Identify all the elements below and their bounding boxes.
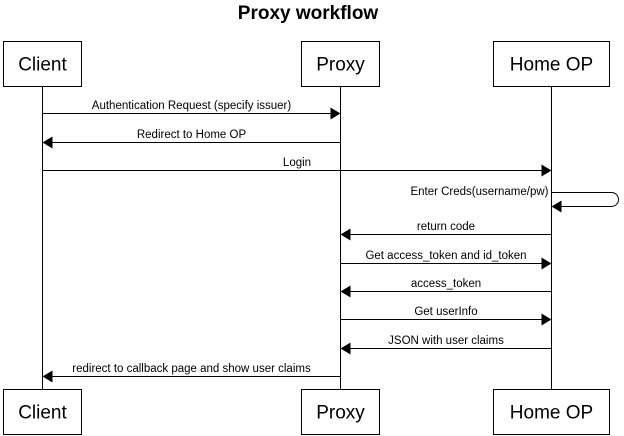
message-3: Login bbox=[42, 157, 552, 177]
message-label: JSON with user claims bbox=[388, 335, 504, 347]
message-label: Enter Creds(username/pw) bbox=[410, 186, 548, 198]
arrowhead bbox=[340, 342, 351, 355]
participant-label: Proxy bbox=[316, 55, 365, 76]
arrowhead bbox=[541, 313, 552, 326]
message-label: Get userInfo bbox=[414, 306, 477, 318]
message-4: Enter Creds(username/pw) bbox=[410, 186, 619, 213]
participant-label: Client bbox=[18, 403, 67, 424]
arrowhead bbox=[551, 200, 562, 213]
participant-box bbox=[3, 389, 82, 435]
message-10: redirect to callback page and show user … bbox=[42, 363, 341, 383]
participant-box bbox=[3, 41, 82, 87]
arrowhead bbox=[541, 257, 552, 270]
participant-box bbox=[493, 41, 610, 87]
message-label: access_token bbox=[411, 278, 481, 290]
message-2: Redirect to Home OP bbox=[42, 129, 341, 149]
participant-label: Client bbox=[18, 55, 67, 76]
message-8: Get userInfo bbox=[340, 306, 552, 326]
lifelines bbox=[42, 86, 552, 389]
message-label: return code bbox=[417, 221, 475, 233]
message-line bbox=[551, 192, 619, 207]
arrowhead bbox=[42, 370, 53, 383]
message-9: JSON with user claims bbox=[340, 335, 552, 355]
participant-proxy-bottom: Proxy bbox=[301, 389, 380, 435]
messages: Authentication Request (specify issuer) R… bbox=[42, 100, 619, 383]
participant-box bbox=[301, 389, 380, 435]
message-label: redirect to callback page and show user … bbox=[72, 363, 311, 375]
participant-client-bottom: Client bbox=[3, 389, 82, 435]
message-1: Authentication Request (specify issuer) bbox=[42, 100, 341, 120]
arrowhead bbox=[42, 136, 53, 149]
participant-box bbox=[301, 41, 380, 87]
message-label: Get access_token and id_token bbox=[365, 250, 526, 262]
participant-label: Home OP bbox=[510, 403, 593, 424]
participant-label: Home OP bbox=[510, 55, 593, 76]
message-5: return code bbox=[340, 221, 552, 241]
participant-box bbox=[493, 389, 610, 435]
arrowhead bbox=[541, 164, 552, 177]
participant-proxy-top: Proxy bbox=[301, 41, 380, 87]
message-7: access_token bbox=[340, 278, 552, 298]
participant-client-top: Client bbox=[3, 41, 82, 87]
arrowhead bbox=[330, 107, 341, 120]
diagram-title: Proxy workflow bbox=[238, 3, 379, 24]
arrowhead bbox=[340, 285, 351, 298]
message-label: Login bbox=[283, 157, 311, 169]
message-label: Authentication Request (specify issuer) bbox=[92, 100, 292, 112]
message-label: Redirect to Home OP bbox=[137, 129, 247, 141]
participant-label: Proxy bbox=[316, 403, 365, 424]
arrowhead bbox=[340, 228, 351, 241]
participant-homeop-bottom: Home OP bbox=[493, 389, 610, 435]
message-6: Get access_token and id_token bbox=[340, 250, 552, 270]
participant-homeop-top: Home OP bbox=[493, 41, 610, 87]
